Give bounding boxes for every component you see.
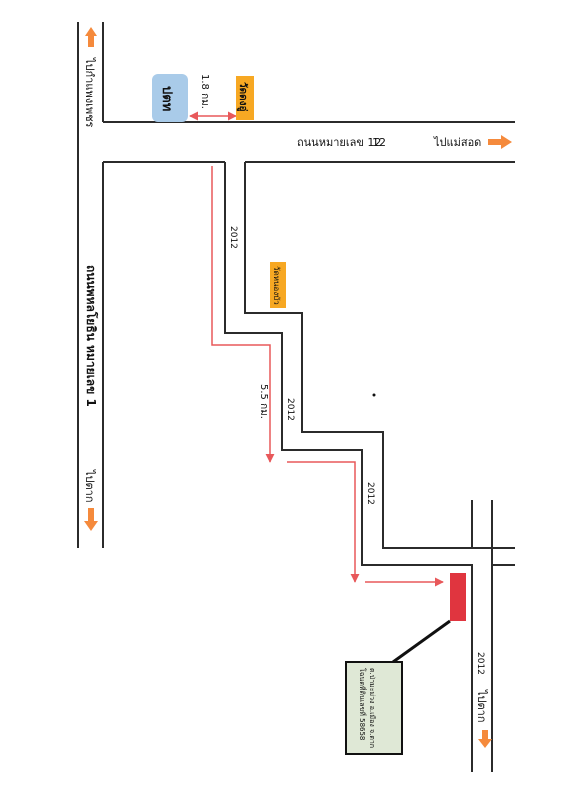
stray-mark	[372, 393, 376, 397]
callout-text-line1: โฉนดที่ดินเลขที่ 58658	[358, 668, 367, 740]
route-2012-label-4: 2012	[475, 652, 485, 675]
direction-tak-bottom-label: ไปตาก	[475, 689, 488, 723]
highway-1-road	[77, 22, 104, 548]
arrow-right-mae-sot-icon	[488, 135, 512, 149]
post-office-label: ปตท	[159, 86, 174, 111]
arrow-down-tak-bottom-icon	[478, 730, 492, 748]
highway-12-label: ถนนหมายเลข 12	[297, 136, 381, 149]
wat-nong-bua-box	[270, 262, 286, 308]
callout-leader	[392, 619, 451, 664]
wat-dong-u-box	[236, 76, 254, 120]
route-2012-label-2: 2012	[285, 398, 295, 421]
route-2012-label-3: 2012	[365, 482, 375, 505]
arrow-up-kamphaeng-phet-icon	[85, 27, 97, 47]
route-2012-road	[224, 162, 515, 772]
distance-1-label: 1.8 กม.	[199, 74, 210, 109]
post-office-box	[152, 74, 188, 122]
red-route-line	[211, 166, 444, 587]
target-site-marker	[450, 573, 466, 621]
direction-mae-sot-label: ไปแม่สอด	[433, 136, 481, 149]
wat-nong-bua-label: วัดหนองบัว	[272, 266, 281, 305]
wat-dong-u-label: วัดดงอู่	[236, 82, 249, 112]
highway-12-number-label: 12	[372, 136, 386, 149]
callout-box	[345, 661, 403, 755]
direction-kamphaeng-phet-label: ไปกำแพงเพชร	[83, 57, 96, 128]
callout-text-line2: ต.ป่ามะม่วง อ.เมือง จ.ตาก	[368, 668, 376, 748]
direction-tak-left-label: ไปตาก	[83, 469, 96, 503]
route-2012-label-1: 2012	[228, 226, 238, 249]
highway-1-label: ถนนพหลโยธิน หมายเลข 1	[84, 265, 99, 407]
arrow-down-tak-left-icon	[84, 508, 98, 531]
distance-2-label: 5.5 กม.	[258, 384, 269, 419]
